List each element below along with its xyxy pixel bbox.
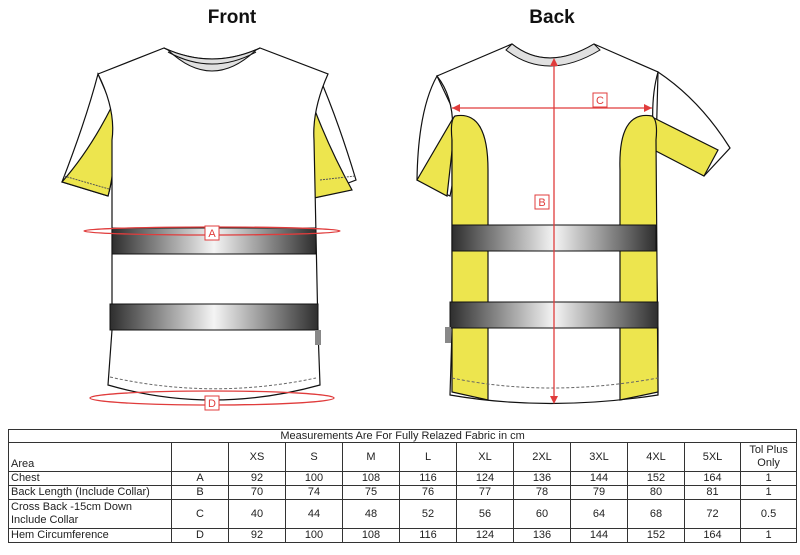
row-value: 124 xyxy=(456,471,514,486)
row-value: 52 xyxy=(399,499,457,529)
svg-text:A: A xyxy=(208,228,216,240)
row-value: 124 xyxy=(456,528,514,543)
row-area: Hem Circumference xyxy=(8,528,172,543)
row-value: 81 xyxy=(684,485,741,500)
chest-measure-a: A xyxy=(83,225,341,241)
row-value: 108 xyxy=(342,471,400,486)
header-size: 3XL xyxy=(570,442,628,472)
row-value: 77 xyxy=(456,485,514,500)
row-tolerance: 1 xyxy=(739,485,798,500)
row-area: Back Length (Include Collar) xyxy=(8,485,172,500)
svg-text:C: C xyxy=(596,95,604,107)
header-tolerance: Tol Plus Only xyxy=(739,442,798,472)
row-value: 48 xyxy=(342,499,400,529)
front-shirt: A D xyxy=(60,47,357,411)
row-value: 100 xyxy=(285,471,343,486)
row-tolerance: 0.5 xyxy=(739,499,798,529)
row-value: 79 xyxy=(570,485,628,500)
back-left-yellow-panel xyxy=(450,114,489,401)
row-tolerance: 1 xyxy=(739,528,798,543)
row-value: 152 xyxy=(627,471,685,486)
row-value: 92 xyxy=(228,471,286,486)
back-view-title: Back xyxy=(529,7,575,28)
row-value: 164 xyxy=(684,471,741,486)
header-size: L xyxy=(399,442,457,472)
header-size: 2XL xyxy=(513,442,571,472)
row-value: 164 xyxy=(684,528,741,543)
row-value: 108 xyxy=(342,528,400,543)
header-size: S xyxy=(285,442,343,472)
cross-back-measure-c: C xyxy=(452,92,652,112)
svg-text:B: B xyxy=(538,197,545,209)
header-size: XS xyxy=(228,442,286,472)
size-chart-table: Measurements Are For Fully Relazed Fabri… xyxy=(7,429,798,543)
header-size: M xyxy=(342,442,400,472)
row-value: 78 xyxy=(513,485,571,500)
row-area: Chest xyxy=(8,471,172,486)
row-code: B xyxy=(171,485,229,500)
row-tolerance: 1 xyxy=(739,471,798,486)
header-size: 4XL xyxy=(627,442,685,472)
garment-diagrams: A D B xyxy=(60,43,731,411)
table-header-row: Area XS S M L XL 2XL 3XL 4XL 5XL Tol Plu… xyxy=(8,442,798,472)
table-caption: Measurements Are For Fully Relazed Fabri… xyxy=(7,429,798,443)
row-value: 40 xyxy=(228,499,286,529)
row-value: 144 xyxy=(570,528,628,543)
row-value: 60 xyxy=(513,499,571,529)
front-reflective-tape-lower xyxy=(109,303,319,331)
row-value: 75 xyxy=(342,485,400,500)
svg-text:D: D xyxy=(208,398,216,410)
header-area: Area xyxy=(8,442,172,472)
table-row: Cross Back -15cm Down Include Collar C 4… xyxy=(8,499,798,529)
row-value: 72 xyxy=(684,499,741,529)
row-value: 44 xyxy=(285,499,343,529)
row-value: 70 xyxy=(228,485,286,500)
front-view-title: Front xyxy=(207,7,257,28)
row-area: Cross Back -15cm Down Include Collar xyxy=(8,499,172,529)
front-body xyxy=(97,47,329,401)
header-code xyxy=(171,442,229,472)
row-value: 76 xyxy=(399,485,457,500)
table-row: Hem Circumference D 92 100 108 116 124 1… xyxy=(8,528,798,543)
front-collar xyxy=(167,51,257,65)
header-size: 5XL xyxy=(684,442,741,472)
row-value: 152 xyxy=(627,528,685,543)
row-value: 68 xyxy=(627,499,685,529)
back-right-yellow-panel xyxy=(619,114,659,401)
back-length-measure-b: B xyxy=(534,58,558,404)
row-value: 100 xyxy=(285,528,343,543)
row-value: 136 xyxy=(513,528,571,543)
back-collar xyxy=(505,43,601,67)
header-size: XL xyxy=(456,442,514,472)
back-shirt: B C xyxy=(416,43,731,405)
row-value: 80 xyxy=(627,485,685,500)
row-value: 64 xyxy=(570,499,628,529)
table-row: Back Length (Include Collar) B 70 74 75 … xyxy=(8,485,798,500)
row-value: 144 xyxy=(570,471,628,486)
row-value: 56 xyxy=(456,499,514,529)
row-value: 116 xyxy=(399,471,457,486)
row-value: 92 xyxy=(228,528,286,543)
table-row: Chest A 92 100 108 116 124 136 144 152 1… xyxy=(8,471,798,486)
row-value: 136 xyxy=(513,471,571,486)
hem-measure-d: D xyxy=(89,390,335,411)
row-code: D xyxy=(171,528,229,543)
row-code: A xyxy=(171,471,229,486)
row-value: 74 xyxy=(285,485,343,500)
row-code: C xyxy=(171,499,229,529)
row-value: 116 xyxy=(399,528,457,543)
